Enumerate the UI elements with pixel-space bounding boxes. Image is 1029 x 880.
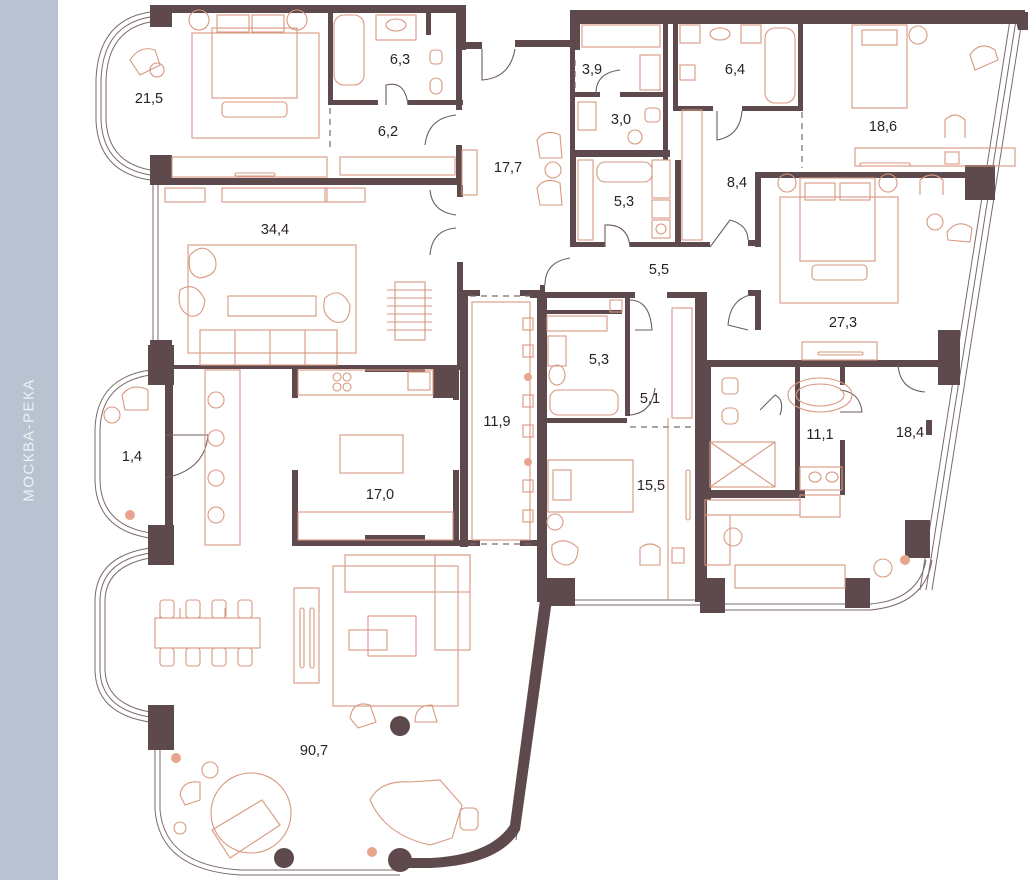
room-area-kitchen: 17,0 bbox=[365, 487, 395, 503]
room-area-hall: 17,7 bbox=[493, 160, 523, 176]
room-area-corridor-n: 8,4 bbox=[726, 175, 748, 191]
room-area-living-dining: 90,7 bbox=[299, 743, 329, 759]
doors bbox=[164, 48, 926, 479]
room-area-master-dressing: 18,4 bbox=[895, 425, 925, 441]
room-area-living-room: 34,4 bbox=[260, 222, 290, 238]
room-area-bathroom-nw: 6,3 bbox=[389, 52, 411, 68]
room-area-dressing-nw: 6,2 bbox=[377, 124, 399, 140]
room-area-wc: 3,0 bbox=[610, 112, 632, 128]
room-area-corridor: 5,5 bbox=[648, 262, 670, 278]
room-area-bedroom-ne: 18,6 bbox=[868, 119, 898, 135]
room-area-storage: 3,9 bbox=[581, 62, 603, 78]
room-area-master-bedroom: 27,3 bbox=[828, 315, 858, 331]
room-area-balcony: 1,4 bbox=[121, 449, 143, 465]
room-area-gallery: 11,9 bbox=[483, 414, 511, 430]
room-area-bedroom-s: 15,5 bbox=[636, 478, 666, 494]
windows bbox=[94, 11, 1023, 876]
room-area-bathroom-s: 5,3 bbox=[588, 352, 610, 368]
room-area-dressing-s: 5,1 bbox=[639, 391, 661, 407]
room-area-bedroom-nw: 21,5 bbox=[134, 91, 164, 107]
walls bbox=[148, 5, 1028, 872]
furniture bbox=[103, 9, 1016, 859]
room-area-laundry: 5,3 bbox=[613, 194, 635, 210]
partitions bbox=[329, 60, 803, 545]
room-area-bathroom-n: 6,4 bbox=[724, 62, 746, 78]
river-side-band: МОСКВА-РЕКА bbox=[0, 0, 58, 880]
room-area-master-bath: 11,1 bbox=[806, 427, 834, 443]
